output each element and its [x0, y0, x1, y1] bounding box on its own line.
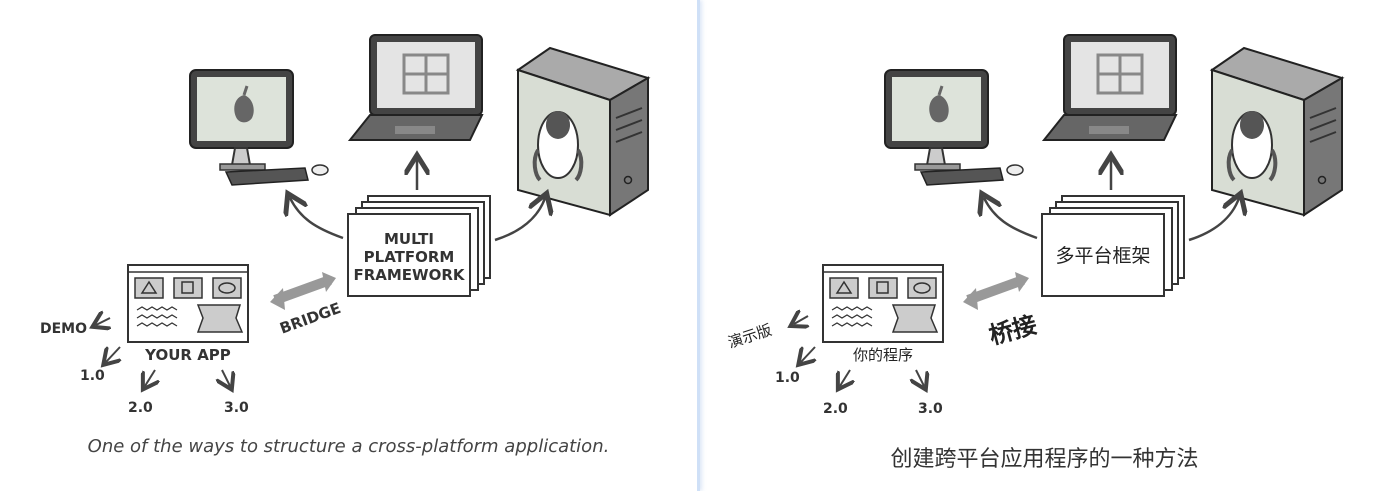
- linux-penguin-icon: [1226, 111, 1278, 182]
- diagram-panel-english: MULTI PLATFORM FRAMEWORK BRIDGE YOUR APP…: [40, 0, 700, 491]
- bridge-arrow: [270, 272, 336, 310]
- your-app-label: 你的程序: [853, 346, 913, 364]
- apple-logo-icon: [929, 85, 949, 123]
- arrow-demo: [794, 316, 808, 324]
- caption-chinese: 创建跨平台应用程序的一种方法: [890, 447, 1199, 472]
- apple-logo-icon: [234, 85, 254, 123]
- windows-laptop: [1041, 34, 1178, 141]
- bridge-label: BRIDGE: [277, 299, 343, 338]
- arrow-demo: [96, 318, 110, 325]
- demo-label: DEMO: [40, 321, 87, 337]
- windows-laptop: [347, 34, 484, 141]
- version-1-label: 1.0: [80, 368, 105, 384]
- your-app-window: [127, 264, 249, 343]
- multi-platform-framework: MULTI PLATFORM FRAMEWORK: [347, 195, 491, 297]
- diagram-panel-chinese: 多平台框架 桥接 你的程序 演示版 1.0 2.0 3.0 创建跨平台应用程序的…: [700, 0, 1389, 491]
- windows-logo-icon: [402, 53, 450, 95]
- caption-english: One of the ways to structure a cross-pla…: [87, 436, 610, 457]
- mac-computer: [884, 69, 1024, 186]
- demo-label: 演示版: [726, 321, 774, 352]
- framework-label-line3: FRAMEWORK: [353, 266, 465, 284]
- version-1-label: 1.0: [775, 370, 800, 386]
- version-3-label: 3.0: [918, 401, 943, 417]
- bridge-label: 桥接: [986, 311, 1040, 350]
- diagram-chinese: 多平台框架 桥接 你的程序 演示版 1.0 2.0 3.0: [726, 34, 1345, 417]
- linux-penguin-icon: [532, 111, 584, 182]
- version-3-label: 3.0: [224, 400, 249, 416]
- version-2-label: 2.0: [823, 401, 848, 417]
- your-app-label: YOUR APP: [144, 346, 231, 364]
- diagram-english: MULTI PLATFORM FRAMEWORK BRIDGE YOUR APP…: [40, 34, 651, 416]
- bridge-arrow: [963, 272, 1029, 310]
- arrow-to-tower: [1188, 198, 1239, 242]
- version-2-label: 2.0: [128, 400, 153, 416]
- framework-label: 多平台框架: [1055, 245, 1150, 267]
- mac-computer: [189, 69, 329, 186]
- your-app-window: [822, 264, 944, 343]
- linux-tower: [515, 46, 651, 217]
- arrow-v1: [106, 346, 120, 362]
- framework-label-line1: MULTI: [384, 230, 434, 248]
- windows-logo-icon: [1096, 53, 1144, 95]
- arrow-v3: [222, 369, 230, 386]
- framework-label-line2: PLATFORM: [364, 248, 455, 266]
- arrow-to-tower: [494, 198, 545, 242]
- arrow-to-mac: [290, 198, 344, 240]
- arrow-v1: [801, 346, 815, 362]
- arrow-v2: [145, 369, 155, 386]
- multi-platform-framework: 多平台框架: [1041, 195, 1185, 297]
- arrow-v3: [916, 369, 924, 386]
- linux-tower: [1209, 46, 1345, 217]
- arrow-v2: [840, 369, 850, 386]
- arrow-to-mac: [984, 198, 1038, 240]
